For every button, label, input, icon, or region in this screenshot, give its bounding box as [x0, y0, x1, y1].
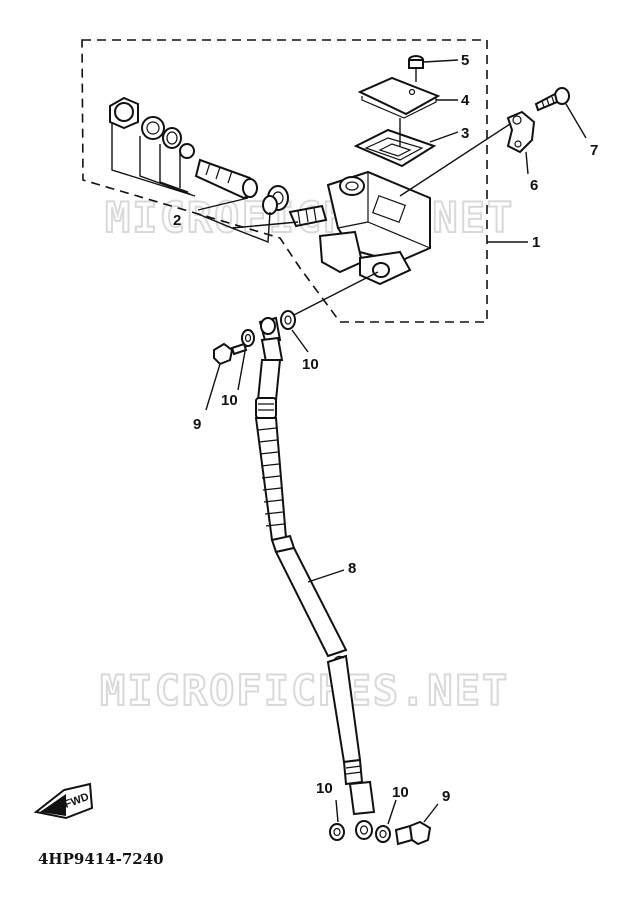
leader-10-a	[237, 345, 247, 391]
assembly-boundary	[81, 39, 488, 323]
piston-kit	[109, 96, 328, 228]
diaphragm	[353, 128, 437, 168]
master-cylinder-body	[318, 170, 431, 286]
leader-9-upper	[205, 363, 221, 411]
leader-10-d	[387, 799, 397, 825]
label-part-10-upper-left: 10	[221, 392, 238, 409]
label-part-4: 4	[461, 92, 470, 109]
reservoir-cap	[357, 76, 441, 119]
watermark-bottom: MICROFICHES.NET	[100, 666, 509, 715]
front-direction-arrow: FWD	[33, 782, 94, 820]
upper-union-bolt	[213, 342, 248, 366]
label-part-7: 7	[590, 142, 598, 159]
label-part-10-lower-right: 10	[392, 784, 409, 801]
part2-leaders	[111, 122, 299, 243]
holder-bolt	[534, 87, 570, 112]
leader-10-c	[335, 799, 339, 823]
outlet-axis-line	[287, 271, 379, 319]
cap-screw	[408, 55, 424, 82]
label-part-8: 8	[348, 560, 356, 577]
lower-washers	[329, 823, 391, 843]
leader-6	[525, 151, 529, 175]
leader-3	[429, 131, 459, 143]
lower-union-bolt	[394, 820, 432, 846]
leader-7	[565, 103, 587, 139]
leader-10-b	[291, 329, 309, 353]
label-part-2: 2	[173, 212, 181, 229]
label-part-10-upper-right: 10	[302, 356, 319, 373]
clamp-axis-line	[399, 123, 511, 197]
leader-5	[423, 59, 459, 63]
label-part-1: 1	[532, 234, 540, 251]
label-part-9-upper: 9	[193, 416, 201, 433]
label-part-10-lower-left: 10	[316, 780, 333, 797]
label-part-6: 6	[530, 177, 538, 194]
holder-clamp	[506, 110, 536, 154]
brake-hose	[254, 417, 376, 840]
leader-9-lower	[423, 803, 439, 823]
leader-8	[307, 569, 345, 583]
label-part-5: 5	[461, 52, 469, 69]
label-part-3: 3	[461, 125, 469, 142]
upper-banjo-assembly	[241, 310, 296, 419]
label-part-9-lower: 9	[442, 788, 450, 805]
diagram-code: 4HP9414-7240	[38, 850, 164, 868]
